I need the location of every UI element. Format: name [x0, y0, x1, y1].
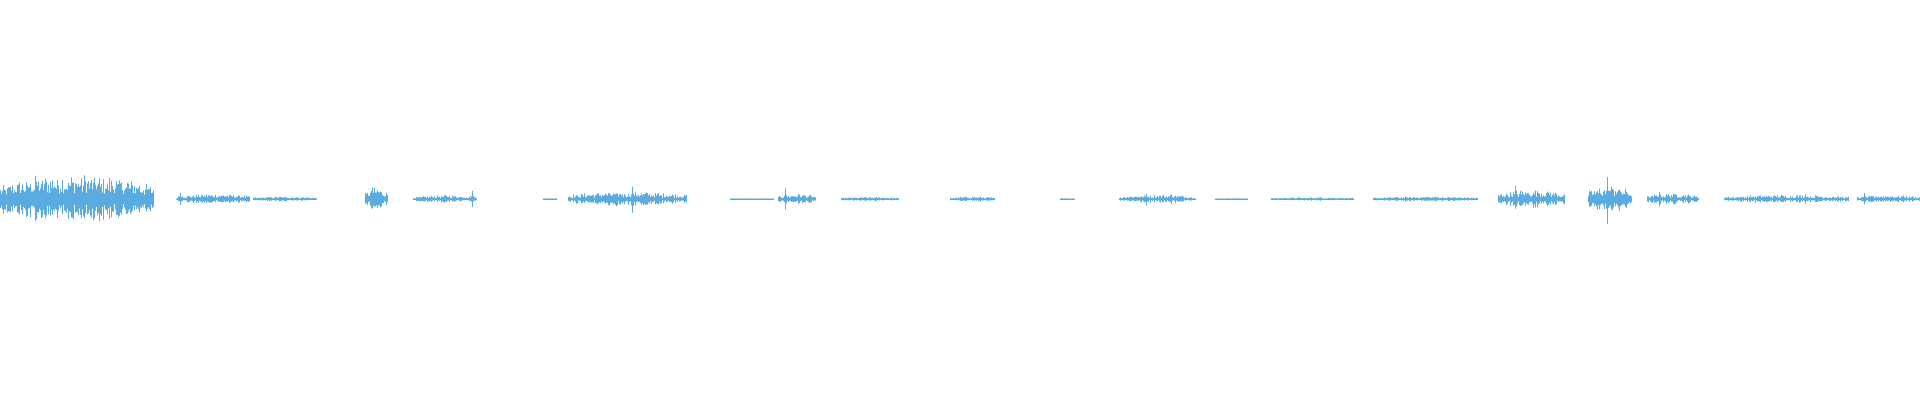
waveform-view: [0, 175, 1920, 224]
audio-waveform: [0, 175, 1920, 224]
